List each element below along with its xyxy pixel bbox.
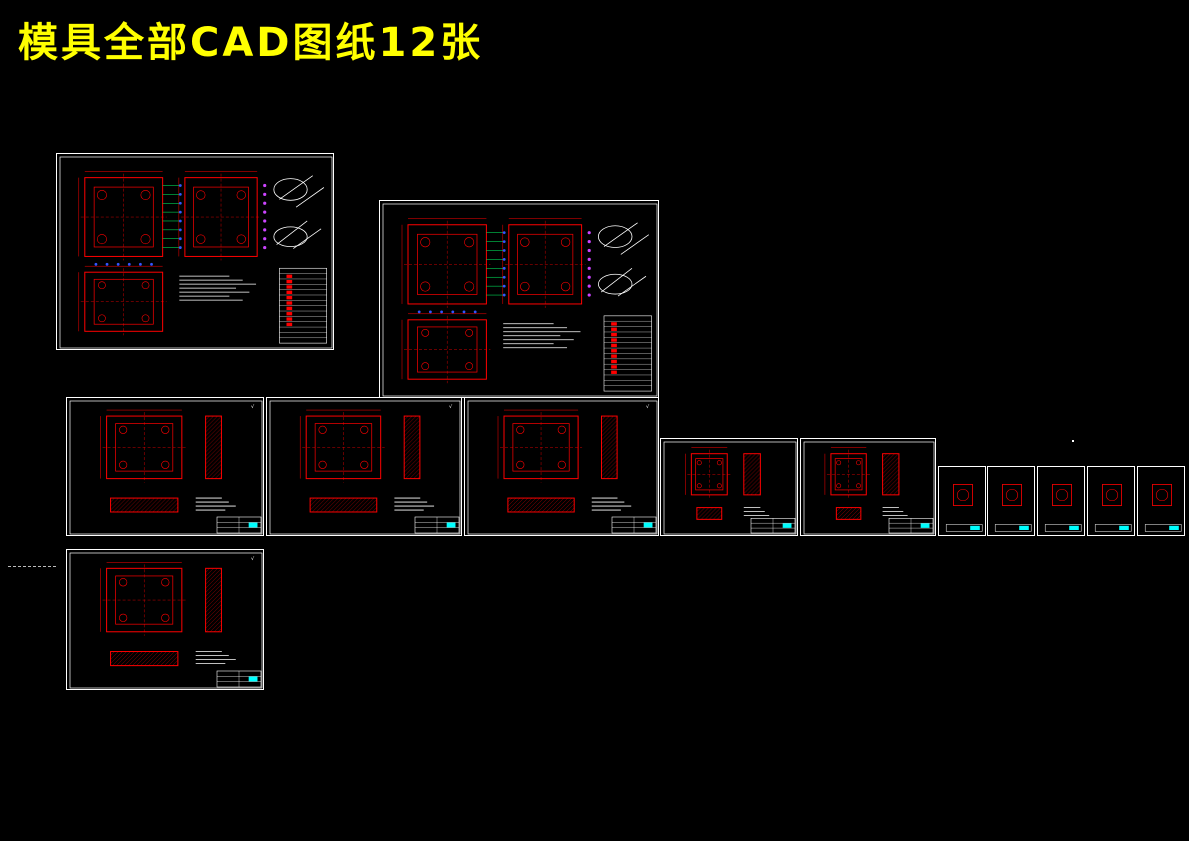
sheet-drawing-assembly (382, 203, 658, 397)
sheet-drawing-plate: √ (467, 400, 658, 535)
sheet-drawing-part (663, 441, 797, 535)
sheet-drawing-small (1144, 484, 1182, 532)
drawing-sheet-part-2[interactable] (800, 438, 936, 536)
sheet-drawing-plate: √ (269, 400, 461, 535)
sheet-drawing-part (803, 441, 935, 535)
sheet-drawing-plate: √ (69, 400, 263, 535)
drawing-sheet-plate-1[interactable]: √ (66, 397, 264, 536)
drawing-sheet-part-1[interactable] (660, 438, 798, 536)
drawing-sheet-assembly-2[interactable] (379, 200, 659, 398)
drawing-sheet-small-3[interactable] (1037, 466, 1085, 536)
sheet-drawing-small (994, 484, 1032, 532)
sheet-drawing-plate: √ (69, 552, 263, 689)
svg-text:√: √ (449, 404, 453, 410)
svg-text:√: √ (251, 556, 255, 562)
sheet-drawing-small (1094, 484, 1132, 532)
sheet-drawing-assembly (59, 156, 333, 349)
dashed-line (8, 566, 56, 567)
drawing-sheet-plate-4[interactable]: √ (66, 549, 264, 690)
drawing-sheet-small-1[interactable] (938, 466, 986, 536)
svg-text:√: √ (646, 404, 650, 410)
stray-point (1072, 440, 1074, 442)
drawing-sheet-small-4[interactable] (1087, 466, 1135, 536)
drawing-sheet-assembly-1[interactable] (56, 153, 334, 350)
svg-text:√: √ (251, 404, 255, 410)
sheet-drawing-small (945, 484, 983, 532)
page-title: 模具全部CAD图纸12张 (18, 20, 484, 66)
sheet-drawing-small (1044, 484, 1082, 532)
drawing-sheet-plate-3[interactable]: √ (464, 397, 659, 536)
drawing-sheet-small-5[interactable] (1137, 466, 1185, 536)
drawing-sheet-small-2[interactable] (987, 466, 1035, 536)
drawing-sheet-plate-2[interactable]: √ (266, 397, 462, 536)
